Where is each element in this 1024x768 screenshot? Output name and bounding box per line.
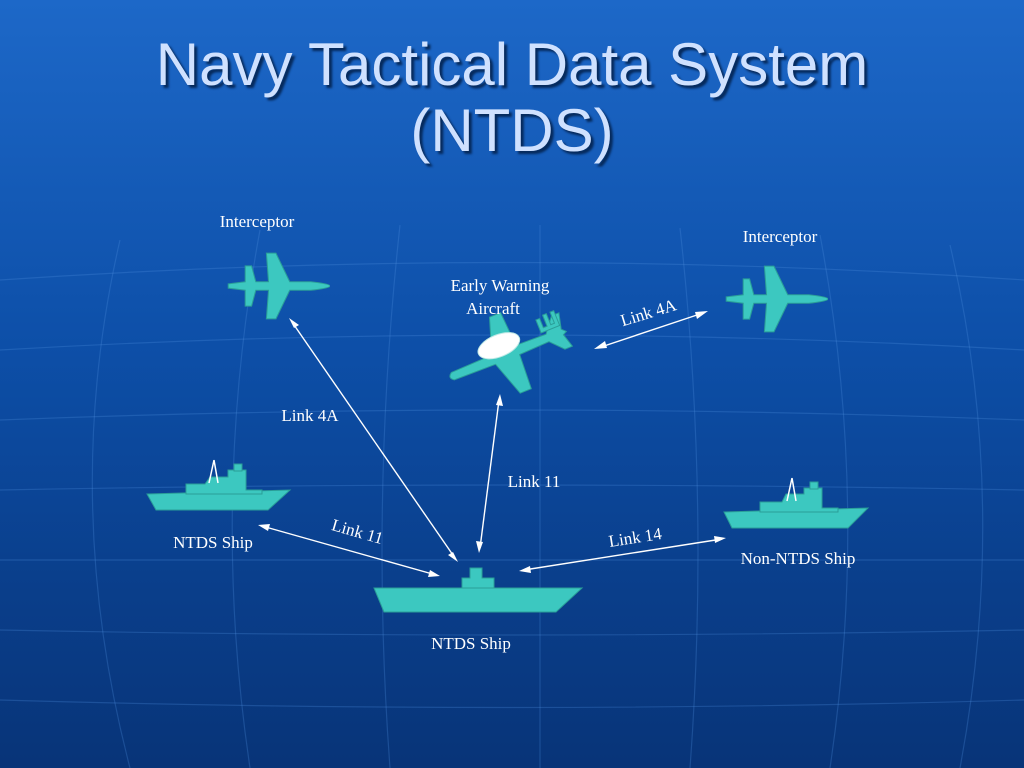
ntds-ship-left-icon (146, 459, 292, 511)
slide-title: Navy Tactical Data System (NTDS) (0, 32, 1024, 164)
link-11-ship-awacs-line (479, 399, 500, 549)
arrowhead (476, 541, 483, 553)
link-lines (258, 311, 726, 577)
title-line-1: Navy Tactical Data System (155, 31, 869, 98)
arrowhead (448, 552, 458, 562)
arrowhead (594, 341, 607, 349)
ntds-ship-left-label: NTDS Ship (173, 533, 253, 552)
early-warning-label-line-1: Early Warning (451, 276, 550, 295)
non-ntds-ship-icon (723, 477, 870, 529)
arrowhead (428, 570, 440, 577)
interceptor-right-icon (725, 265, 828, 333)
link-14-ship-nonntds-line (523, 538, 723, 571)
interceptor-left-label: Interceptor (220, 212, 295, 231)
arrowhead (714, 536, 726, 543)
arrowhead (289, 318, 299, 328)
arrowhead (496, 394, 503, 406)
arrowhead (258, 524, 270, 531)
link-14-label: Link 14 (607, 524, 663, 551)
link-11-label-left: Link 11 (330, 515, 386, 548)
non-ntds-ship-label: Non-NTDS Ship (741, 549, 856, 568)
link-11-ship-ship-line (261, 525, 437, 576)
early-warning-aircraft-icon (449, 309, 574, 394)
ntds-ship-center-icon (373, 567, 584, 613)
link-11-label-center: Link 11 (508, 472, 561, 491)
interceptor-left-icon (227, 252, 330, 320)
interceptor-right-label: Interceptor (743, 227, 818, 246)
ntds-ship-center-label: NTDS Ship (431, 634, 511, 653)
link-4a-ship-interceptor-line (291, 321, 456, 559)
title-line-2: (NTDS) (410, 97, 614, 164)
link-4a-label-left: Link 4A (281, 406, 339, 425)
link-4a-awacs-interceptor-line (597, 312, 704, 349)
link-4a-label-right: Link 4A (618, 295, 679, 330)
early-warning-label-line-2: Aircraft (466, 299, 520, 318)
arrowhead (519, 566, 531, 573)
arrowhead (695, 311, 708, 319)
